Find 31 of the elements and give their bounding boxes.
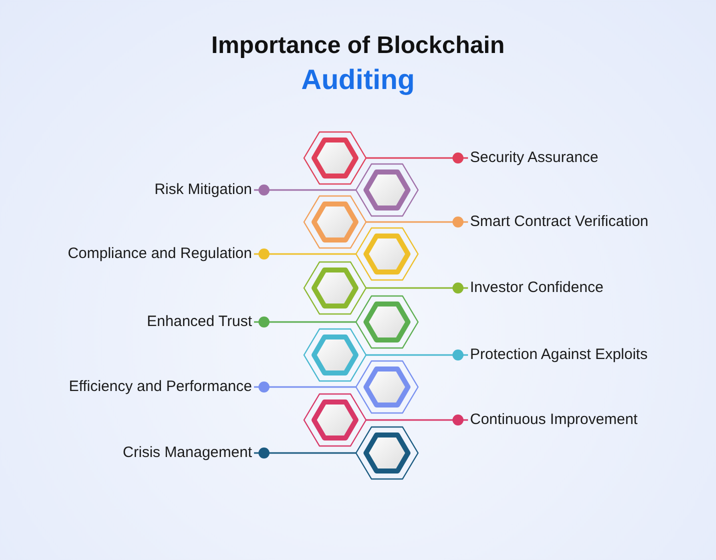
hexagon-icon xyxy=(303,261,367,315)
connector-line xyxy=(254,248,356,260)
hexagon-icon xyxy=(355,360,419,414)
hexagon-icon xyxy=(303,195,367,249)
connector-line xyxy=(254,382,356,392)
item-label: Smart Contract Verification xyxy=(470,212,648,232)
item-label: Investor Confidence xyxy=(470,278,604,298)
hexagon-icon xyxy=(355,426,419,480)
item-label: Protection Against Exploits xyxy=(470,345,648,365)
hexagon-icon xyxy=(303,328,367,382)
hexagon-icon xyxy=(303,393,367,447)
title: Importance of Blockchain Auditing xyxy=(210,31,506,98)
connector-line xyxy=(254,316,356,328)
item-label: Continuous Improvement xyxy=(470,410,638,430)
connector-line xyxy=(254,448,356,458)
item-label: Compliance and Regulation xyxy=(68,244,252,264)
item-label: Risk Mitigation xyxy=(154,180,252,200)
hexagon-icon xyxy=(355,295,419,349)
hexagon-icon xyxy=(355,163,419,217)
connector-line xyxy=(366,282,468,294)
connector-line xyxy=(366,414,468,426)
item-label: Enhanced Trust xyxy=(146,312,252,332)
connector-line xyxy=(366,152,468,164)
connector-line xyxy=(366,216,468,228)
item-label: Crisis Management xyxy=(122,443,252,463)
hexagon-icon xyxy=(355,227,419,281)
item-label: Security Assurance xyxy=(470,148,598,168)
connector-line xyxy=(254,184,356,196)
item-label: Efficiency and Performance xyxy=(68,377,252,397)
connector-line xyxy=(366,350,468,360)
hexagon-icon xyxy=(303,131,367,185)
